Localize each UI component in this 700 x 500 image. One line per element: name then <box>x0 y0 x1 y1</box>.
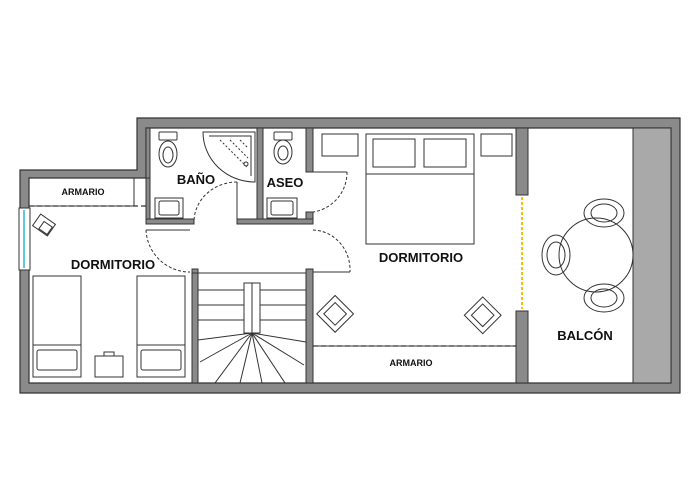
balcony-railing <box>632 127 672 384</box>
nightstand-left <box>94 351 124 378</box>
staircase <box>197 272 307 384</box>
shower <box>202 131 256 183</box>
sink-bano <box>154 197 184 219</box>
double-bed <box>365 133 475 245</box>
nightstand-right-1 <box>321 133 359 157</box>
balcony-table-set <box>541 198 634 313</box>
interior-walls <box>145 127 529 384</box>
chair-left <box>31 213 57 237</box>
label-bano: BAÑO <box>177 172 215 187</box>
label-dormitorio-left: DORMITORIO <box>71 257 155 272</box>
nightstand-right-2 <box>480 133 513 157</box>
toilet-aseo <box>273 131 293 165</box>
bed-left-1 <box>32 275 82 378</box>
label-dormitorio-right: DORMITORIO <box>379 250 463 265</box>
label-armario-left: ARMARIO <box>62 187 105 197</box>
label-balcon: BALCÓN <box>557 328 613 343</box>
doors <box>145 171 351 273</box>
sink-aseo <box>266 197 298 219</box>
toilet-bano <box>158 131 178 168</box>
armchair-2 <box>463 296 502 335</box>
label-aseo: ASEO <box>267 175 304 190</box>
exterior-walls <box>19 117 681 394</box>
armchair-1 <box>316 294 355 333</box>
wardrobe-right <box>312 345 517 384</box>
label-armario-right: ARMARIO <box>390 358 433 368</box>
bed-left-2 <box>136 275 186 378</box>
